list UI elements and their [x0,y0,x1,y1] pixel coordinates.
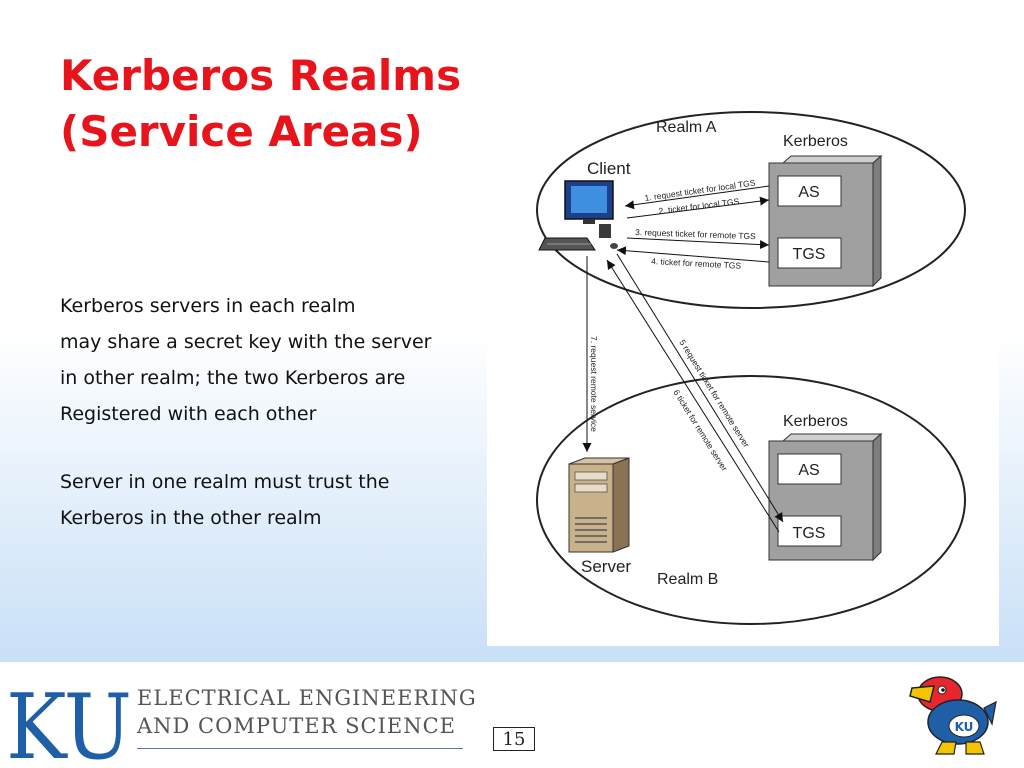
dept-line-2: AND COMPUTER SCIENCE [137,714,456,738]
body-line: Registered with each other [60,403,317,425]
arrow-5 [616,253,784,523]
arrow-1 [624,185,770,210]
tgs-a-label: TGS [793,246,826,263]
server-tower-icon [568,457,630,553]
body-line: Kerberos in the other realm [60,507,322,529]
arrow-4 [616,246,770,263]
body-line: Server in one realm must trust the [60,471,390,493]
as-a-label: AS [798,184,819,201]
realm-b-ellipse [536,375,966,625]
ku-logo-text: KU [6,678,132,764]
arrow-2 [626,196,770,219]
realm-a-label: Realm A [656,119,717,136]
as-b-label: AS [798,462,819,479]
kerberos-a-label: Kerberos [783,133,848,150]
body-line: Kerberos servers in each realm [60,295,356,317]
kerberos-realms-diagram: Realm A Realm B Kerberos AS TGS Kerberos… [487,100,999,646]
page-number: 15 [493,727,535,751]
body-line: may share a secret key with the server [60,331,432,353]
body-line: in other realm; the two Kerberos are [60,367,406,389]
server-label: Server [581,557,631,576]
kerberos-b-label: Kerberos [783,413,848,430]
msg-7-label: 7. request remote service [589,336,599,432]
realm-b-label: Realm B [657,571,718,588]
as-b-box [777,453,842,485]
tgs-a-box [777,237,842,269]
title-line-1: Kerberos Realms [60,51,462,100]
msg-3-label: 3. request ticket for remote TGS [635,227,756,241]
as-a-box [777,175,842,207]
client-label: Client [587,159,631,178]
dept-underline [137,748,463,749]
department-name: ELECTRICAL ENGINEERING AND COMPUTER SCIE… [137,684,477,740]
client-computer-icon [538,180,618,251]
dept-line-1: ELECTRICAL ENGINEERING [137,686,477,710]
tgs-b-label: TGS [793,525,826,542]
slide-title: Kerberos Realms (Service Areas) [60,48,461,160]
ku-logo: KU [6,678,132,764]
jayhawk-mascot-icon: KU [909,676,997,755]
title-line-2: (Service Areas) [60,107,423,156]
msg-4-label: 4. ticket for remote TGS [651,256,742,271]
jayhawk-badge-text: KU [955,720,974,734]
arrow-3 [626,237,770,250]
arrow-6 [606,259,780,533]
realm-a-ellipse [536,111,966,309]
slide-body: Kerberos servers in each realm may share… [60,288,510,536]
